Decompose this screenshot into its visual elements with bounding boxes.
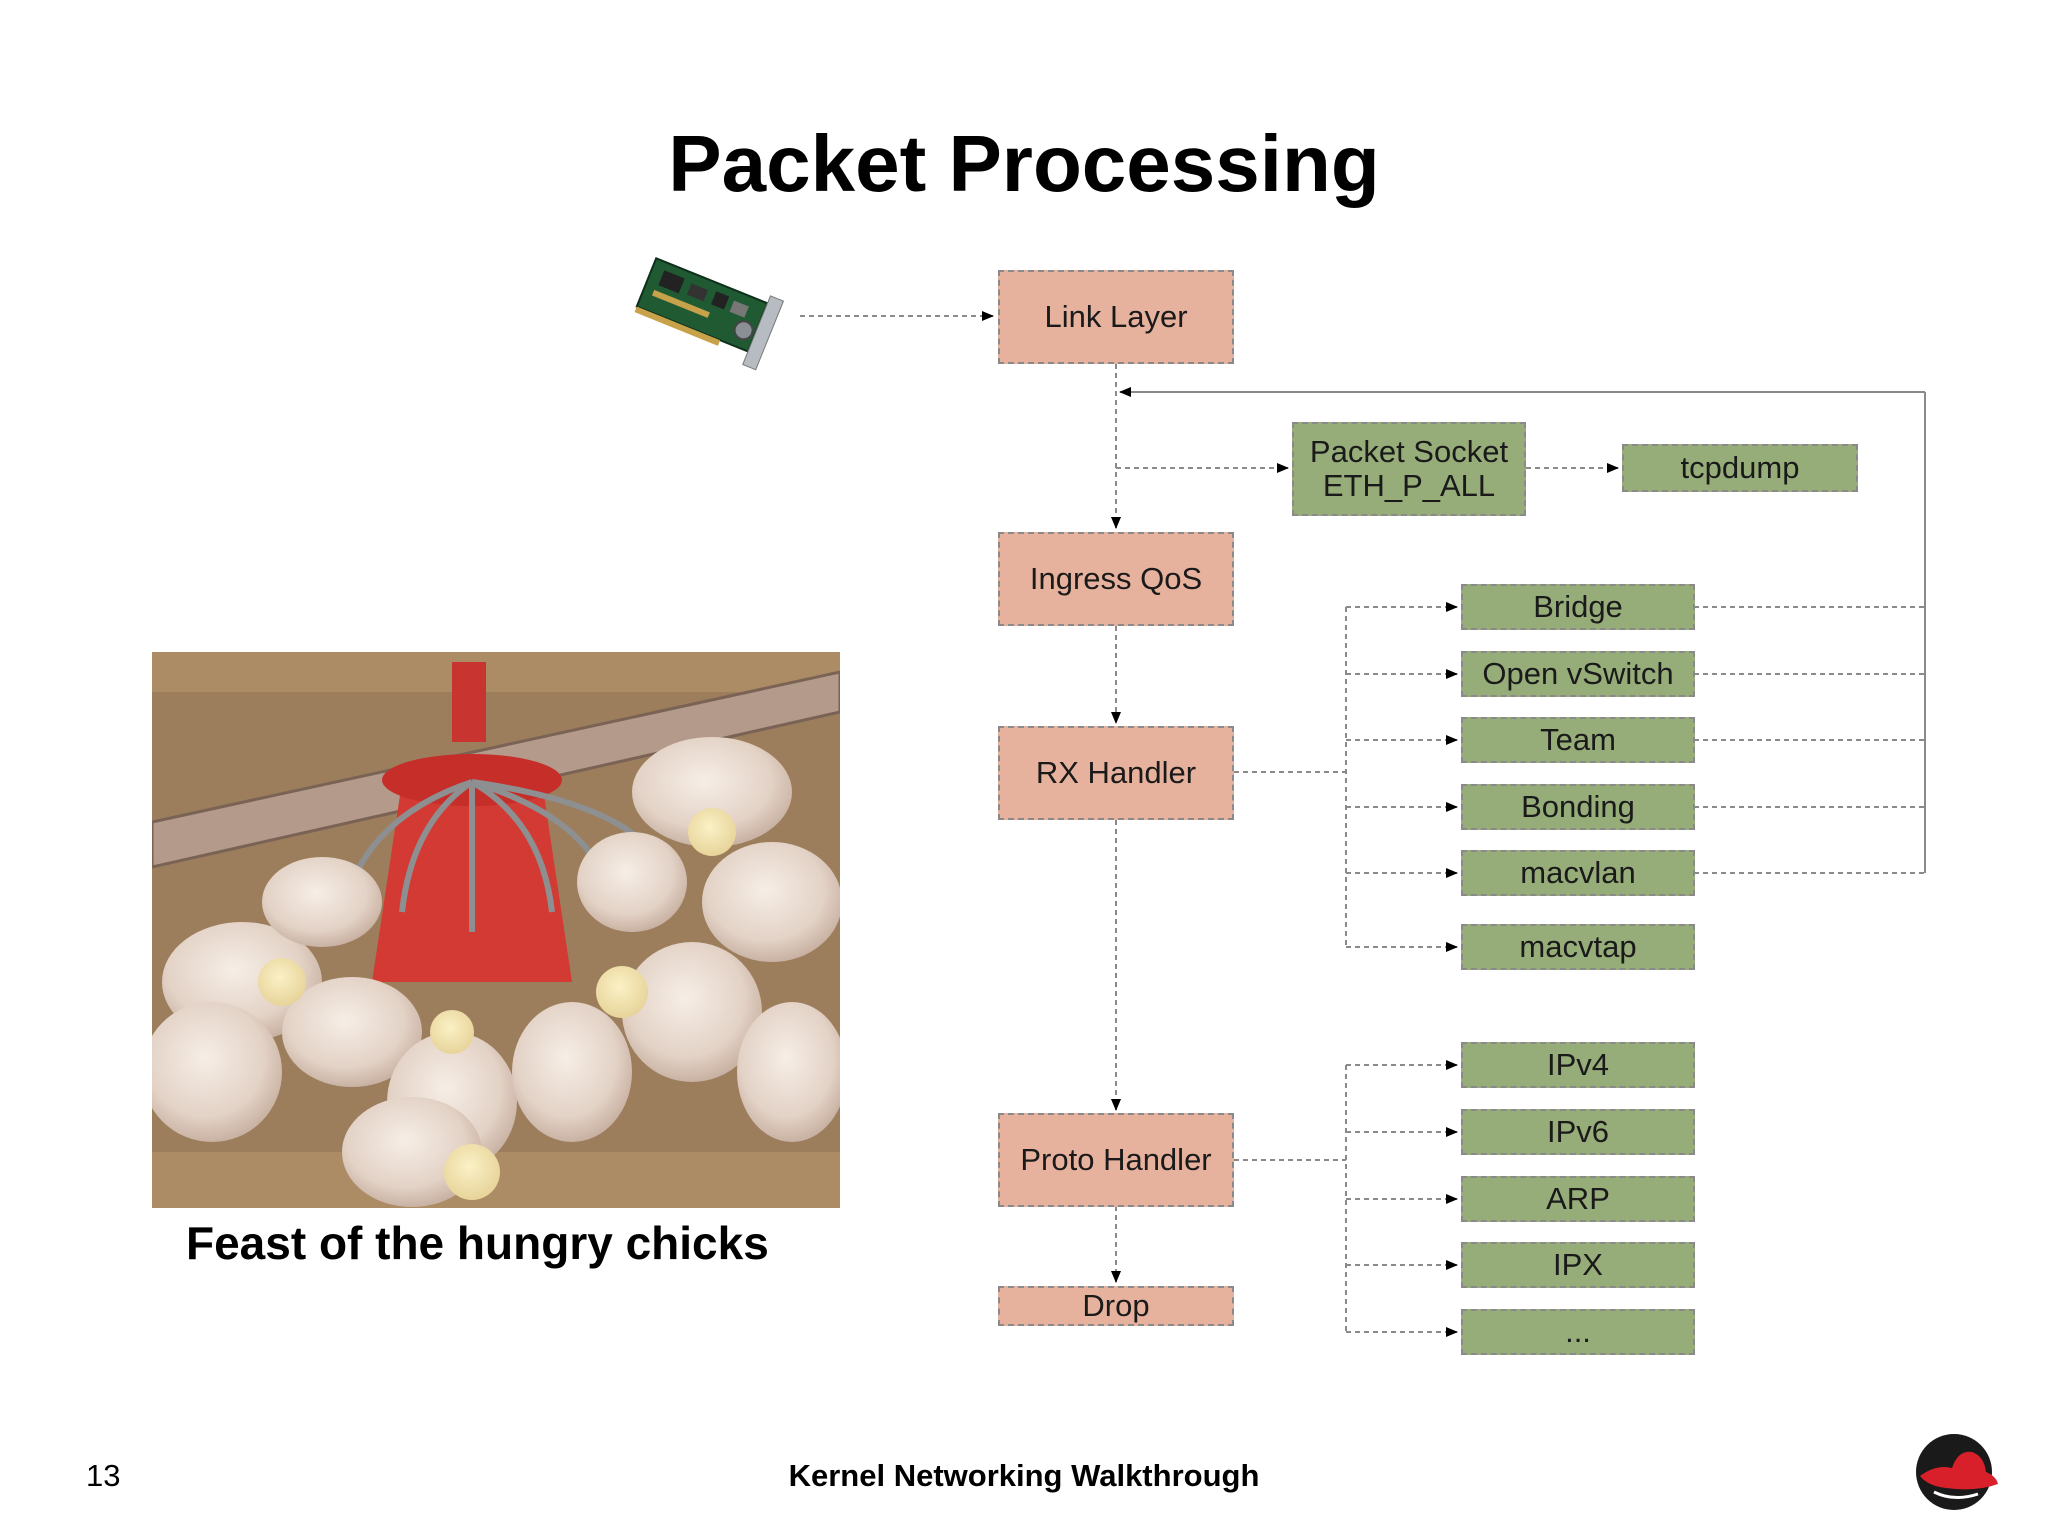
- node-bridge: Bridge: [1461, 584, 1695, 630]
- node-drop: Drop: [998, 1286, 1234, 1326]
- chicks-feeding-photo: [152, 652, 840, 1208]
- node-macvtap: macvtap: [1461, 924, 1695, 970]
- node-macvlan: macvlan: [1461, 850, 1695, 896]
- node-open-vswitch: Open vSwitch: [1461, 651, 1695, 697]
- node-bonding: Bonding: [1461, 784, 1695, 830]
- node-link-layer: Link Layer: [998, 270, 1234, 364]
- node-tcpdump: tcpdump: [1622, 444, 1858, 492]
- node-more: ...: [1461, 1309, 1695, 1355]
- node-packet-socket: Packet Socket ETH_P_ALL: [1292, 422, 1526, 516]
- node-proto-handler: Proto Handler: [998, 1113, 1234, 1207]
- node-ipv4: IPv4: [1461, 1042, 1695, 1088]
- page-number: 13: [86, 1458, 121, 1493]
- node-ingress-qos: Ingress QoS: [998, 532, 1234, 626]
- node-team: Team: [1461, 717, 1695, 763]
- slide-title: Packet Processing: [668, 119, 1380, 208]
- node-ipx: IPX: [1461, 1242, 1695, 1288]
- node-arp: ARP: [1461, 1176, 1695, 1222]
- node-ipv6: IPv6: [1461, 1109, 1695, 1155]
- node-rx-handler: RX Handler: [998, 726, 1234, 820]
- footer-title: Kernel Networking Walkthrough: [788, 1458, 1260, 1493]
- image-caption: Feast of the hungry chicks: [186, 1217, 769, 1269]
- red-hat-logo-icon: [1916, 1434, 1998, 1510]
- network-card-icon: [634, 257, 785, 371]
